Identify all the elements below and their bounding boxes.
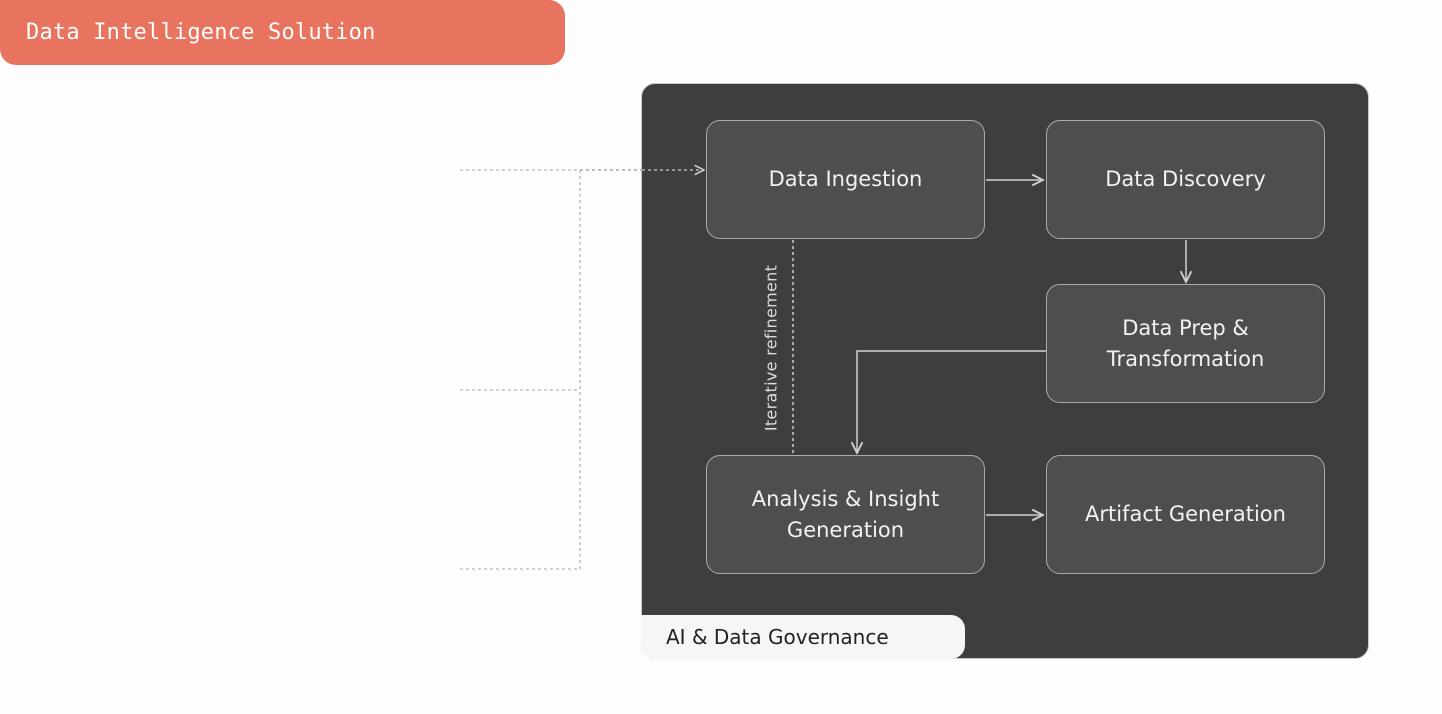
node-artifact[interactable]: Artifact Generation [1046, 455, 1325, 574]
node-artifact-label: Artifact Generation [1085, 502, 1286, 526]
node-data-ingestion-label: Data Ingestion [768, 167, 923, 191]
node-data-discovery-label: Data Discovery [1105, 167, 1266, 191]
solution-title: Data Intelligence Solution [26, 20, 376, 45]
governance-tag: AI & Data Governance [641, 615, 965, 659]
node-analysis[interactable]: Analysis & Insight Generation [706, 455, 985, 574]
node-analysis-label: Analysis & Insight Generation [751, 486, 940, 542]
node-data-ingestion[interactable]: Data Ingestion [706, 120, 985, 239]
arrow-prep-to-analysis [857, 350, 1046, 453]
node-data-prep[interactable]: Data Prep & Transformation [1046, 284, 1325, 403]
iterative-refinement-label: Iterative refinement [761, 264, 781, 432]
node-data-discovery[interactable]: Data Discovery [1046, 120, 1325, 239]
node-data-prep-label: Data Prep & Transformation [1106, 315, 1265, 371]
solution-title-banner: Data Intelligence Solution [0, 0, 565, 65]
governance-label: AI & Data Governance [666, 625, 889, 649]
